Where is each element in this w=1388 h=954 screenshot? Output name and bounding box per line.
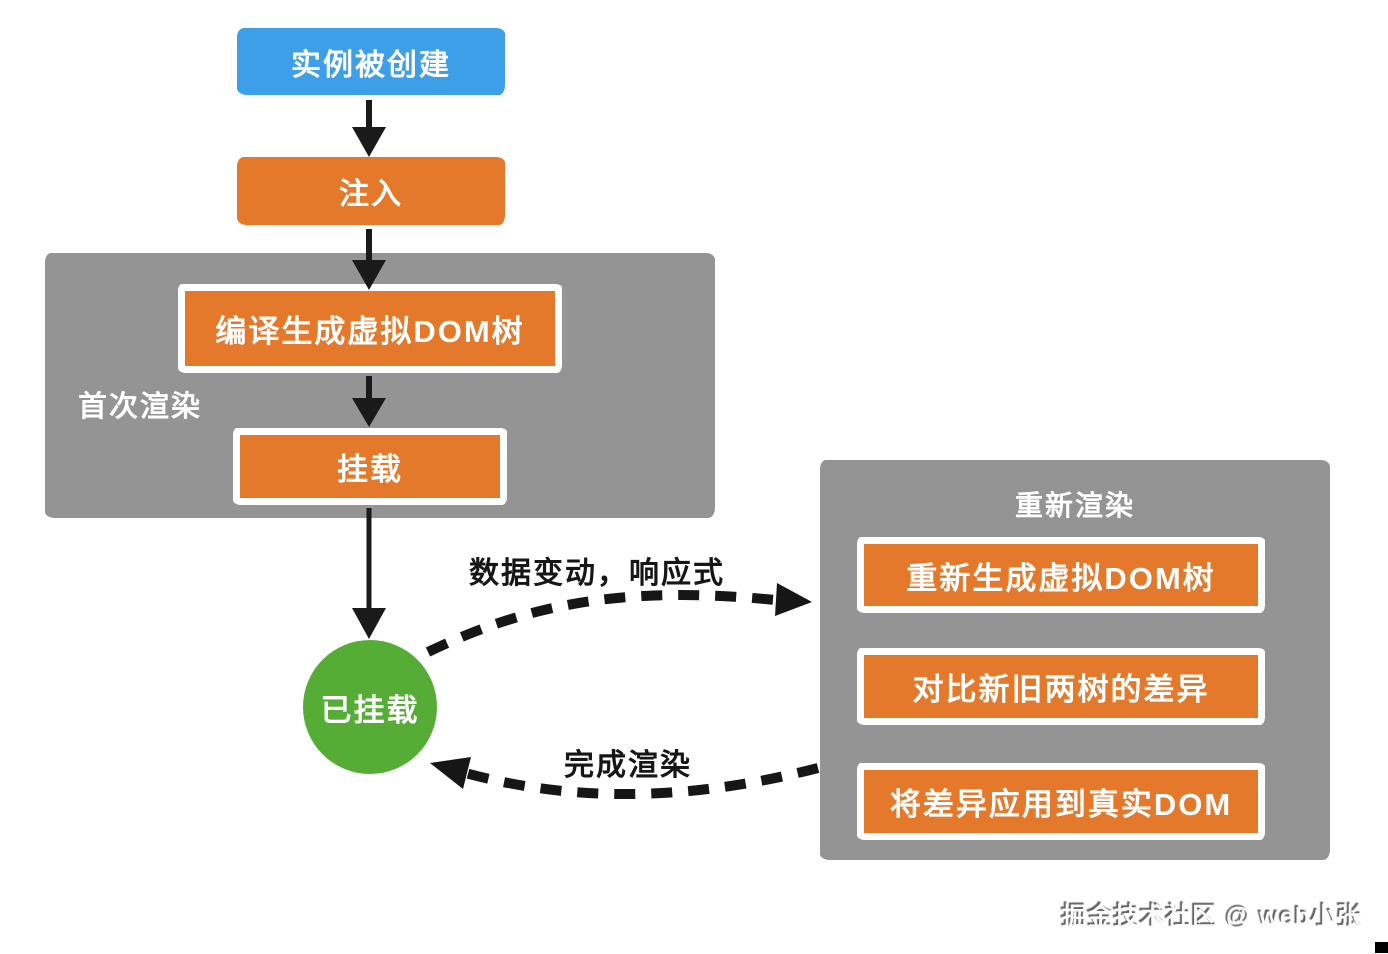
node-diff-trees: 对比新旧两树的差异 (857, 648, 1265, 725)
arrow-created-to-inject (352, 100, 386, 157)
edge-label-render-done: 完成渲染 (564, 749, 692, 782)
node-mount: 挂载 (233, 428, 507, 505)
node-instance-created: 实例被创建 (237, 28, 505, 95)
node-mounted-circle: 已挂载 (303, 640, 437, 774)
panel-label-rerender: 重新渲染 (1014, 490, 1135, 521)
node-apply-diff: 将差异应用到真实DOM (857, 763, 1265, 840)
watermark: 掘金技术社区 @ web小张 (1062, 903, 1363, 931)
panel-label-first-render: 首次渲染 (78, 391, 203, 423)
node-inject: 注入 (237, 157, 505, 225)
corner-mark (1375, 942, 1388, 953)
node-compile-vdom: 编译生成虚拟DOM树 (178, 284, 562, 373)
edge-label-data-change: 数据变动，响应式 (469, 557, 725, 590)
arrow-data-change (425, 583, 812, 657)
node-regenerate-vdom: 重新生成虚拟DOM树 (857, 537, 1265, 613)
arrow-mount-to-mounted (352, 508, 386, 639)
